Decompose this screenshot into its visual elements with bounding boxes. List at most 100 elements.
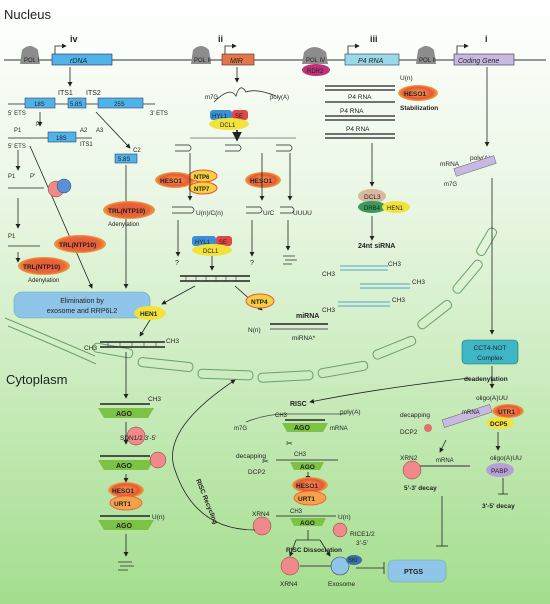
sirna-label: 24nt siRNA: [358, 243, 395, 250]
risc-label: RISC: [290, 401, 307, 408]
hyl1b-label: HYL1: [195, 240, 211, 246]
elimination-box: [13, 291, 151, 319]
adenylation-label-2: Adenylation: [28, 278, 59, 284]
utr1-label: UTR1: [498, 409, 515, 416]
int-18s-label: 18S: [56, 136, 67, 142]
section-iv-label: iv: [70, 34, 78, 44]
mir-duplex-1: [175, 144, 192, 152]
nucleus-title: Nucleus: [4, 7, 51, 22]
hen1-mir-label: HEN1: [140, 311, 158, 318]
heso1-mir2-shape: [245, 172, 281, 188]
decapping-coding-label: decapping: [400, 412, 430, 419]
a2-label: A2: [80, 128, 88, 134]
pprime-label: P': [36, 122, 41, 128]
ch3-p4-5: CH3: [392, 297, 405, 304]
heso1-coding-shape: [398, 85, 438, 101]
xrn2-shape: [402, 460, 422, 480]
ptgs-label: PTGS: [404, 569, 423, 576]
exosome-label: Exosome: [328, 581, 355, 588]
small-58s-label: 5.8S: [118, 157, 130, 163]
ago-xrn4-label: AGO: [300, 520, 315, 527]
section-ii-label: ii: [218, 34, 223, 44]
ch3-p4-1: CH3: [322, 271, 335, 278]
cytoplasm-title: Cytoplasm: [6, 372, 67, 387]
pol-i-shape: [20, 46, 40, 64]
dcp5-label: DCP5: [490, 421, 508, 428]
un-risc-label: U(n): [338, 514, 351, 521]
tailed-duplex-1: [172, 206, 195, 214]
oligoa2-label: oligo(A)UU: [490, 455, 522, 462]
coding-arrow-4: [439, 439, 447, 453]
ago-decap-label: AGO: [300, 464, 315, 471]
coding-label: Coding Gene: [458, 58, 499, 65]
pol-i-label: POL I: [24, 58, 39, 64]
rdna-label: rDNA: [70, 58, 87, 65]
risc-polya: poly(A): [340, 409, 361, 416]
heso1-mir-shape: [155, 172, 195, 188]
ntp7-label: NTP7: [194, 187, 210, 193]
mrna-coding-label: mRNA: [440, 161, 460, 168]
methylated-duplex: [100, 341, 165, 348]
mir-polya: poly(A): [270, 95, 289, 101]
pprime2-label: P': [30, 174, 35, 180]
mir-arrow-12: [139, 319, 151, 337]
elimination-line-1: Elimination by: [60, 298, 104, 305]
hen1-p4-label: HEN1: [387, 206, 404, 212]
int-18s: [47, 131, 77, 143]
hen1-mir-shape: [134, 306, 166, 320]
ski-shape: [346, 555, 362, 565]
ch3-xrn4-label: CH3: [290, 509, 303, 515]
its1b-label: ITS1: [80, 142, 93, 148]
rdna-tss-arrow: [54, 43, 67, 54]
se-label: SE: [235, 114, 243, 120]
risc-recycling-arrow: [172, 379, 256, 531]
trl-complex-3: [18, 257, 70, 275]
mrna-deadenylated: [441, 404, 493, 428]
dcp2-coding-label: DCP2: [400, 429, 418, 436]
coding-tss-arrow: [456, 43, 469, 54]
un-coding-label: U(n): [400, 75, 413, 82]
p4-rna-strands: [325, 85, 395, 139]
degraded-fragments-2: [118, 561, 134, 571]
section-i-label: i: [485, 34, 488, 44]
dcl1-shape: [209, 118, 249, 130]
pre-58s-label: 5.8S: [70, 102, 82, 108]
urt1-cyto-shape: [109, 495, 143, 511]
mir-duplex-3: [276, 144, 293, 152]
pre-25s: [97, 97, 144, 109]
ago-shape-2: [98, 460, 154, 470]
trl-complex-1: [103, 201, 155, 219]
mir-label: MIR: [230, 58, 243, 65]
urt1-risc-shape: [293, 490, 327, 506]
polya-coding-label: poly(A): [470, 155, 491, 162]
ago-shape-1: [98, 408, 154, 418]
pre-58s: [67, 97, 87, 109]
mir-duplex-2: [225, 144, 242, 152]
p1c-label: P1: [8, 174, 16, 180]
ch3-decap-label: CH3: [294, 452, 307, 458]
p1d-label: P1: [8, 234, 16, 240]
dcp2-risc-label: DCP2: [248, 469, 266, 476]
decapping-risc-label: decapping: [236, 453, 266, 460]
rdr2-shape: [302, 64, 330, 76]
sirna-duplexes: [338, 265, 410, 307]
rice-shape: [332, 522, 348, 538]
rdna-box: [51, 53, 113, 66]
scissors-icon-1: ✂: [286, 439, 293, 448]
exosome-shape: [330, 556, 350, 576]
pabp-label: PABP: [491, 468, 508, 475]
pre-25s-label: 25S: [114, 102, 125, 108]
xrn4-shape-1: [252, 516, 272, 536]
mrna-risc-label: mRNA: [330, 426, 348, 432]
ago-risc-label: AGO: [294, 425, 311, 432]
elimination-line-2: exosome and RRP6L2: [47, 308, 118, 315]
mirna-star-label: miRNA*: [292, 335, 316, 342]
dcp5-shape: [486, 417, 514, 429]
coding-mrna-shape: [453, 155, 497, 177]
heso1-cyto-label: HESO1: [112, 488, 134, 495]
ccr4-line-2: Complex: [477, 355, 503, 362]
tailed-duplex-3: [280, 206, 295, 214]
dcp2-coding-shape: [424, 424, 432, 432]
ch3-p4-4: CH3: [322, 307, 335, 314]
sdn-shape-2: [149, 451, 167, 469]
